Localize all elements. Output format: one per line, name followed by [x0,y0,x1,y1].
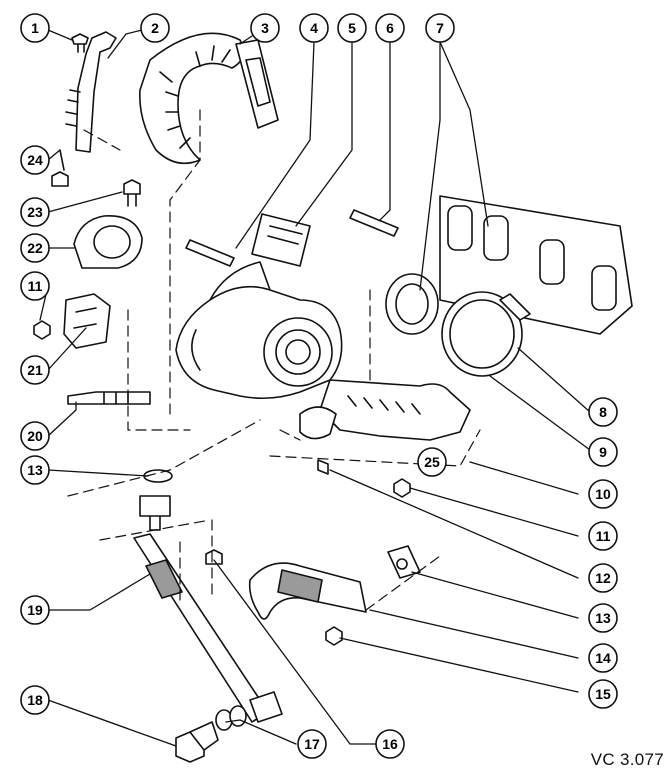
callout-10: 10 [595,486,611,502]
callout-circle-6 [375,13,405,43]
part-stud-12 [317,459,329,475]
callout-circle-25 [417,447,447,477]
callout-circle-8 [588,397,618,427]
callout-7: 7 [436,20,444,36]
callout-numbers: 1 2 3 4 5 6 7 8 9 10 11 11 12 13 13 14 1… [27,20,611,752]
callout-12: 12 [595,570,611,586]
callout-22: 22 [27,240,43,256]
callout-circles [20,13,618,759]
callout-16: 16 [382,736,398,752]
part-clamp-22 [73,215,143,269]
callout-13-left: 13 [27,462,43,478]
callout-circle-19 [20,595,50,625]
callout-18: 18 [27,692,43,708]
callout-23: 23 [27,204,43,220]
callout-circle-20 [20,421,50,451]
callout-24: 24 [27,152,43,168]
figure-reference: VC 3.077 [590,750,664,769]
callout-circle-5 [337,13,367,43]
callout-20: 20 [27,428,43,444]
part-bracket-21 [63,293,111,349]
callout-15: 15 [595,686,611,702]
callout-circle-4 [299,13,329,43]
part-bracket-2 [65,31,117,153]
callout-circle-9 [588,437,618,467]
callout-9: 9 [599,444,607,460]
callout-circle-7 [425,13,455,43]
callout-circle-17 [297,729,327,759]
callout-circle-23 [20,197,50,227]
assembly-guides [67,109,481,611]
callout-circle-3 [250,13,280,43]
callout-3: 3 [261,20,269,36]
callout-circle-15 [588,679,618,709]
part-nut-11-left [33,320,51,340]
part-nut-15 [325,626,343,646]
callout-circle-2 [140,13,170,43]
callout-11-right: 11 [596,528,611,544]
part-exhaust-manifold [299,379,471,441]
callout-circle-11-left [20,271,50,301]
callout-8: 8 [599,404,607,420]
callout-circle-24 [20,145,50,175]
part-gasket-3 [235,39,279,129]
callout-circle-14 [588,643,618,673]
part-ring-gasket-7 [385,273,439,335]
callout-6: 6 [386,20,394,36]
part-turbocharger [175,261,343,400]
callout-11-left: 11 [28,278,43,294]
leader-lines [39,29,591,747]
part-nut-25 [393,478,411,498]
callout-14: 14 [595,650,611,666]
part-bolt-16 [205,549,223,565]
part-downpipe-14 [248,562,367,620]
callout-19: 19 [27,602,43,618]
callout-4: 4 [310,20,318,36]
callout-circle-13-left [20,455,50,485]
part-gasket-13-lower [387,545,421,579]
part-flange-5 [251,213,311,267]
callout-13-right: 13 [595,610,611,626]
callout-circle-10 [588,479,618,509]
callout-17: 17 [304,736,320,752]
callout-21: 21 [27,362,43,378]
part-bolt-24 [51,149,69,187]
part-bolt-18 [175,721,219,763]
callout-2: 2 [151,20,159,36]
callout-circle-21 [20,355,50,385]
part-stud-6 [349,209,399,237]
callout-circle-18 [20,685,50,715]
callout-5: 5 [348,20,356,36]
part-clamp-8-9 [441,291,531,377]
callout-circle-12 [588,563,618,593]
callout-circle-1 [20,13,50,43]
callout-circle-22 [20,233,50,263]
part-oil-fitting [139,495,171,531]
part-heat-shield-3 [139,32,245,165]
part-plug-23 [123,179,141,207]
callout-25: 25 [424,454,440,470]
part-stud-4 [185,239,235,267]
callout-circle-11-right [588,521,618,551]
part-bolt-1 [71,33,89,53]
callout-circle-16 [375,729,405,759]
callout-circle-13-right [588,603,618,633]
part-oil-pipe-19 [133,533,269,723]
part-sensor-20 [67,391,151,405]
callout-1: 1 [31,20,39,36]
